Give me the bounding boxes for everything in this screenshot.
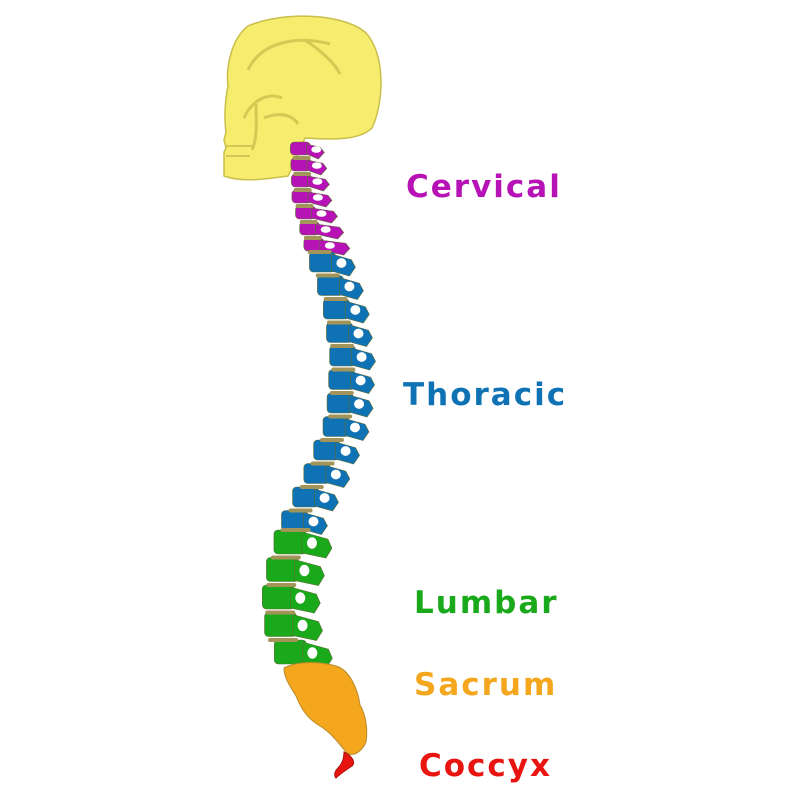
thoracic-foramen	[354, 399, 365, 409]
cervical-vertebra	[295, 205, 338, 224]
intervertebral-discs	[265, 156, 356, 642]
cervical-foramen	[312, 178, 323, 185]
cervical-foramen	[311, 146, 322, 153]
thoracic-vertebra	[309, 251, 356, 277]
thoracic-vertebra	[303, 463, 351, 488]
disc	[303, 236, 322, 240]
disc	[265, 610, 296, 615]
skull-icon	[223, 15, 382, 181]
disc	[280, 528, 311, 532]
coccyx-label: Coccyx	[419, 748, 553, 784]
lumbar-spinous-process	[290, 586, 321, 614]
cervical-vertebra	[291, 173, 330, 192]
disc	[288, 508, 313, 513]
thoracic-vertebra	[329, 345, 376, 371]
lumbar-vertebra	[266, 557, 325, 586]
thoracic-vertebra	[317, 275, 364, 300]
thoracic-vertebra	[323, 298, 370, 324]
disc	[320, 438, 344, 442]
disc	[292, 156, 311, 160]
lumbar-foramen	[299, 564, 310, 577]
lumbar-spinous-process	[301, 531, 333, 559]
disc	[293, 188, 312, 192]
lumbar-vertebra-body	[261, 584, 295, 610]
lumbar-foramen	[297, 619, 308, 632]
disc	[323, 297, 348, 301]
lumbar-spinous-process	[292, 614, 323, 641]
disc	[295, 204, 314, 208]
lumbar-vertebra-body	[274, 639, 307, 665]
thoracic-label: Thoracic	[403, 377, 568, 413]
lumbar-vertebra-body	[266, 557, 299, 582]
cervical-vertebrae	[290, 141, 351, 256]
thoracic-foramen	[344, 281, 355, 292]
disc	[266, 583, 297, 587]
thoracic-vertebra	[292, 486, 339, 512]
lumbar-vertebra	[274, 639, 333, 669]
lumbar-vertebra	[273, 529, 333, 559]
thoracic-foramen	[355, 375, 366, 386]
disc	[307, 250, 332, 254]
thoracic-foramen	[308, 516, 319, 527]
disc	[299, 485, 324, 489]
sacrum-label: Sacrum	[414, 667, 558, 703]
thoracic-vertebrae	[281, 251, 376, 535]
thoracic-foramen	[336, 258, 347, 268]
thoracic-foramen	[340, 446, 351, 456]
sacrum-bone	[283, 662, 368, 755]
cervical-vertebra	[291, 189, 333, 208]
disc	[270, 555, 301, 560]
disc	[310, 461, 335, 466]
cervical-foramen	[324, 242, 335, 249]
thoracic-foramen	[330, 469, 341, 480]
cervical-foramen	[320, 226, 331, 233]
thoracic-foramen	[350, 422, 360, 433]
coccyx-bone	[334, 751, 355, 779]
disc	[331, 367, 356, 372]
thoracic-vertebra	[281, 510, 328, 535]
lumbar-vertebra-body	[273, 529, 307, 555]
lumbar-spinous-process	[294, 559, 325, 586]
thoracic-foramen	[350, 305, 361, 315]
disc	[299, 220, 318, 224]
disc	[328, 414, 353, 419]
disc	[329, 391, 354, 395]
thoracic-vertebra	[313, 439, 360, 465]
cervical-label: Cervical	[406, 169, 562, 205]
lumbar-label: Lumbar	[414, 585, 559, 621]
cervical-foramen	[312, 194, 323, 201]
thoracic-foramen	[353, 328, 364, 339]
disc	[293, 172, 312, 176]
thoracic-vertebra	[326, 392, 374, 418]
lumbar-foramen	[295, 592, 306, 604]
cervical-foramen	[316, 210, 327, 217]
lumbar-vertebrae	[261, 529, 333, 669]
lumbar-vertebra-body	[264, 612, 297, 637]
thoracic-foramen	[319, 493, 330, 503]
cervical-vertebra	[299, 221, 345, 240]
lumbar-vertebra	[261, 584, 321, 614]
disc	[327, 320, 351, 325]
disc	[330, 344, 355, 348]
cervical-vertebra	[290, 141, 325, 160]
disc	[315, 273, 340, 278]
thoracic-vertebra	[328, 369, 375, 394]
lumbar-vertebra	[264, 612, 323, 641]
thoracic-foramen	[356, 352, 367, 362]
lumbar-foramen	[307, 647, 318, 659]
lumbar-foramen	[306, 537, 317, 549]
cervical-foramen	[311, 162, 322, 169]
thoracic-vertebra	[326, 322, 373, 347]
cervical-vertebra	[290, 157, 328, 176]
disc	[268, 638, 298, 642]
thoracic-vertebra	[322, 416, 370, 441]
